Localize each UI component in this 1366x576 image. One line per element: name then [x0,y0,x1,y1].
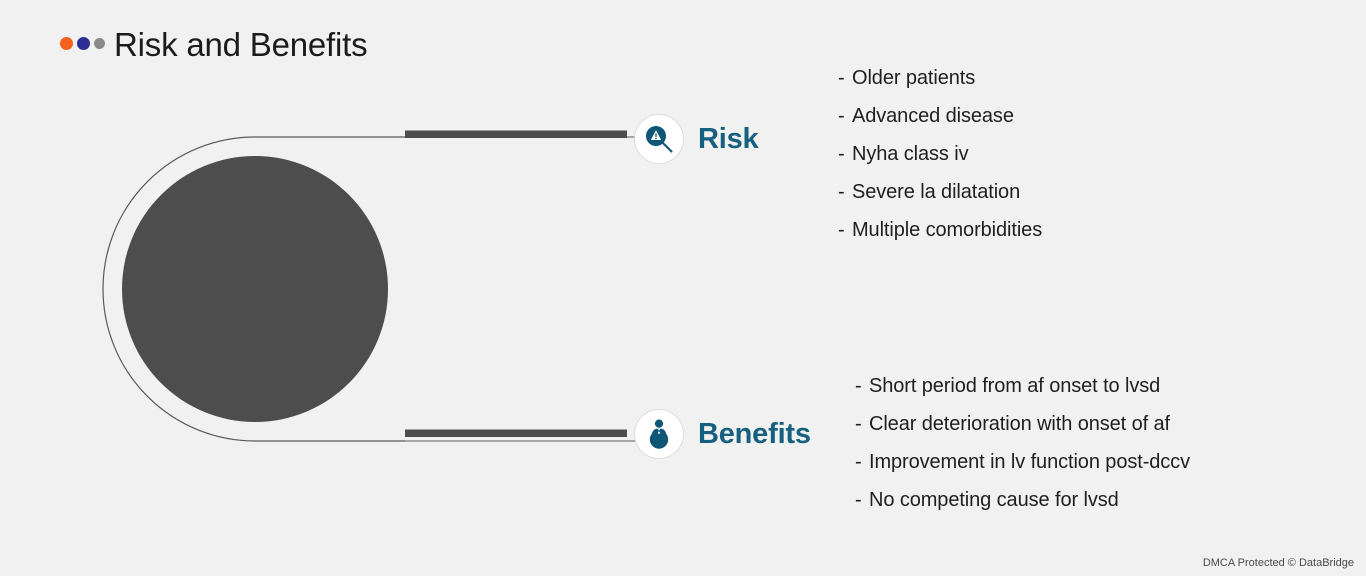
list-item-text: Improvement in lv function post-dccv [869,451,1190,473]
page-title: Risk and Benefits [114,26,368,63]
dot-gray-icon [94,38,105,49]
list-bullet: - [838,143,845,165]
node-risk[interactable]: Risk [634,114,759,164]
benefits-badge [634,409,684,459]
risk-label: Risk [698,122,759,155]
list-item-text: Clear deterioration with onset of af [869,413,1171,435]
connector-bar-risk [405,130,627,138]
list-bullet: - [838,105,845,127]
node-benefits[interactable]: Benefits [634,409,811,459]
benefits-list: - Short period from af onset to lvsd - C… [855,376,1190,528]
list-item: - Older patients [838,68,1042,88]
list-bullet: - [838,219,845,241]
footer-attribution: DMCA Protected © DataBridge [1202,557,1354,569]
risk-badge [634,114,684,164]
main-circle [122,156,388,422]
risk-list: - Older patients - Advanced disease - Ny… [838,68,1042,258]
list-item-text: Nyha class iv [852,143,969,165]
title-dots [60,37,105,50]
list-bullet: - [855,489,862,511]
list-item: - Nyha class iv [838,144,1042,164]
list-item: - Clear deterioration with onset of af [855,414,1190,434]
list-bullet: - [855,413,862,435]
list-item-text: Severe la dilatation [852,181,1021,203]
list-item: - No competing cause for lvsd [855,490,1190,510]
connector-bar-benefits [405,429,627,437]
list-bullet: - [838,67,845,89]
list-item-text: Older patients [852,67,976,89]
list-item: - Advanced disease [838,106,1042,126]
list-item-text: No competing cause for lvsd [869,489,1119,511]
list-item: - Severe la dilatation [838,182,1042,202]
list-item: - Short period from af onset to lvsd [855,376,1190,396]
list-bullet: - [855,375,862,397]
list-bullet: - [838,181,845,203]
dot-orange-icon [60,37,73,50]
list-item-text: Short period from af onset to lvsd [869,375,1161,397]
list-item: - Multiple comorbidities [838,220,1042,240]
list-item-text: Advanced disease [852,105,1014,127]
person-icon [649,419,669,449]
list-bullet: - [855,451,862,473]
list-item-text: Multiple comorbidities [852,219,1043,241]
slide-header: Risk and Benefits [60,26,368,63]
list-item: - Improvement in lv function post-dccv [855,452,1190,472]
outline-path [102,136,405,442]
benefits-label: Benefits [698,417,811,450]
dot-blue-icon [77,37,90,50]
magnifier-warning-icon [646,126,673,153]
